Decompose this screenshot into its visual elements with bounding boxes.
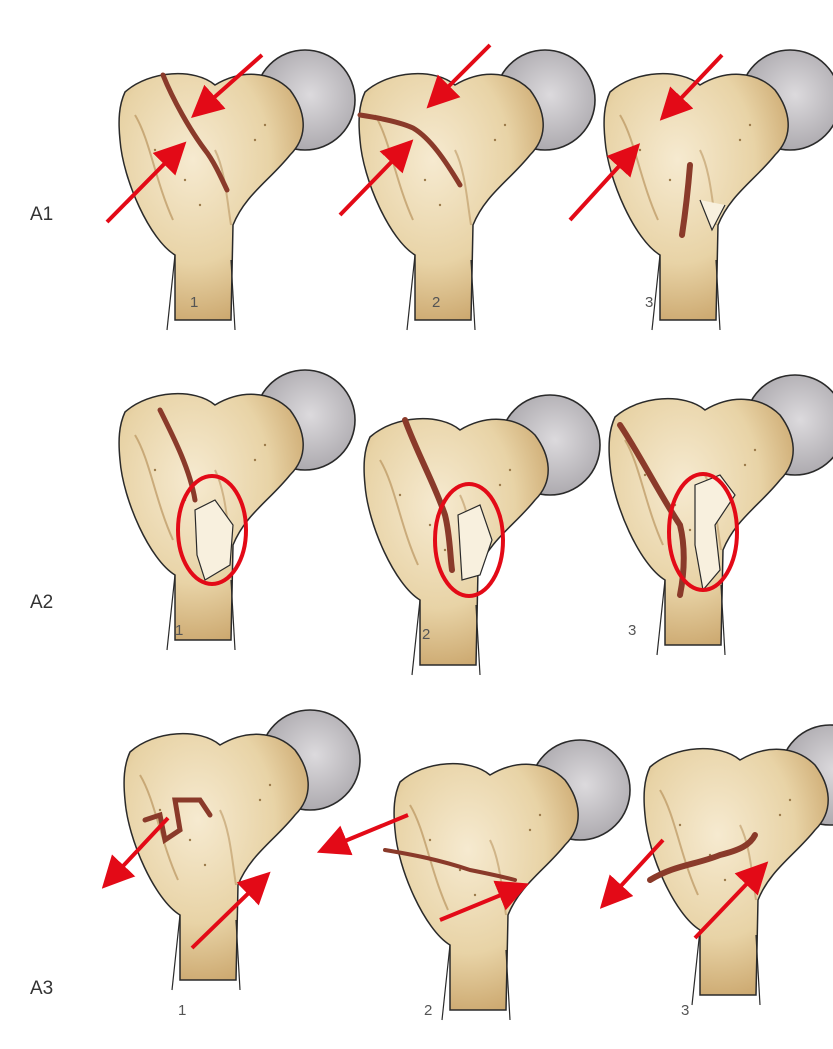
row-label-a3: A3 (30, 978, 53, 1000)
item-number-a2-3: 3 (628, 622, 636, 639)
item-number-a3-1: 1 (178, 1002, 186, 1019)
item-number-a2-1: 1 (175, 622, 183, 639)
item-number-a3-2: 2 (424, 1002, 432, 1019)
femur-a2-1 (119, 370, 355, 650)
femur-a1-2 (359, 50, 595, 330)
femur-a1-3 (604, 50, 833, 330)
item-number-a3-3: 3 (681, 1002, 689, 1019)
femur-a2-2 (364, 395, 600, 675)
item-number-a1-1: 1 (190, 294, 198, 311)
row-label-a2: A2 (30, 592, 53, 614)
row-a1 (107, 45, 833, 330)
femur-a2-3 (609, 375, 833, 655)
row-a3 (110, 710, 833, 1020)
item-number-a1-3: 3 (645, 294, 653, 311)
femur-a1-1 (119, 50, 355, 330)
femur-a3-1 (124, 710, 360, 990)
item-number-a2-2: 2 (422, 626, 430, 643)
item-number-a1-2: 2 (432, 294, 440, 311)
arrow-a3-3-left (608, 840, 663, 900)
row-a2 (119, 370, 833, 675)
row-label-a1: A1 (30, 204, 53, 226)
femur-a3-3 (644, 725, 833, 1005)
femur-a3-2 (385, 740, 630, 1020)
